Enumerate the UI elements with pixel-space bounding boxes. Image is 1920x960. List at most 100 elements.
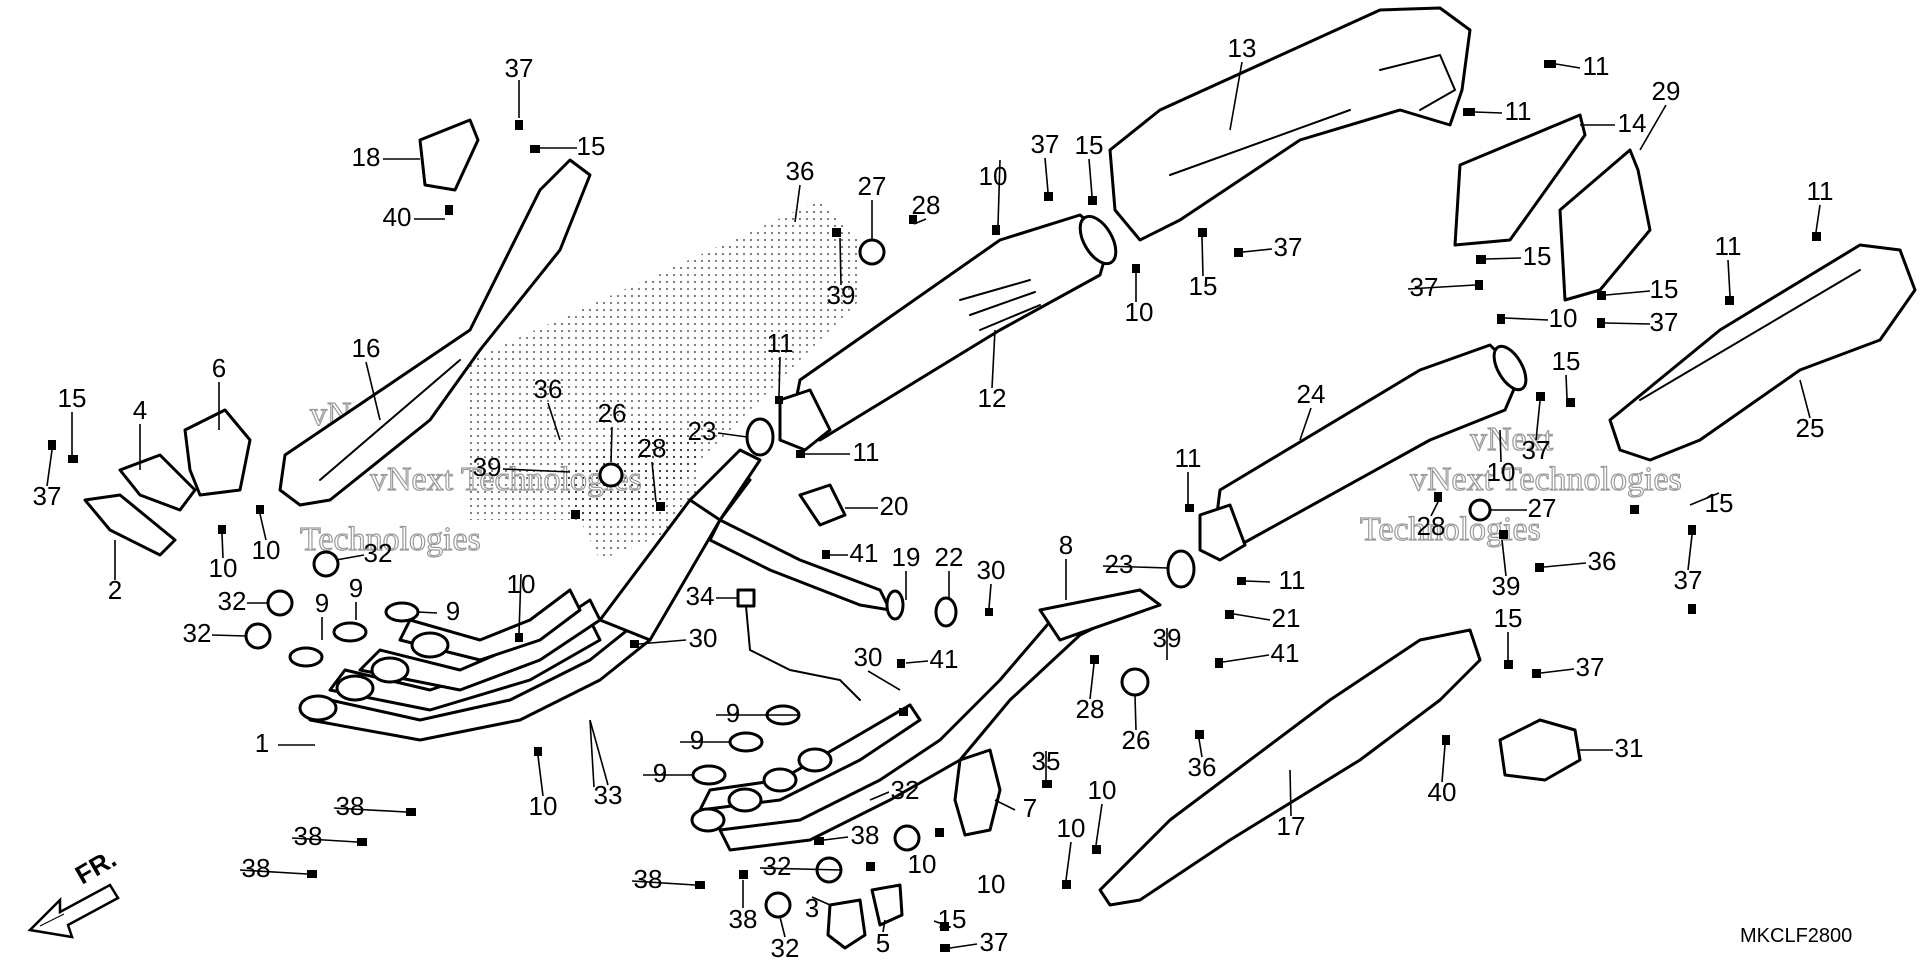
callout-number: 9 (690, 725, 704, 755)
callout-number: 10 (977, 869, 1006, 899)
direction-label: FR. (70, 843, 121, 890)
callout-number: 10 (1125, 297, 1154, 327)
callout-number: 9 (726, 698, 740, 728)
callout-number: 39 (473, 452, 502, 482)
callout-number: 11 (1175, 443, 1202, 473)
callout-number: 37 (505, 53, 534, 83)
callout-number: 16 (352, 333, 381, 363)
cover-5 (870, 883, 904, 927)
callout-number: 13 (1228, 33, 1257, 63)
callout-number: 15 (58, 383, 87, 413)
callout-number: 5 (876, 928, 890, 958)
callout-number: 32 (763, 851, 792, 881)
callout-number: 26 (1122, 725, 1151, 755)
callout-number: 32 (771, 933, 800, 960)
dotted-shading (470, 200, 860, 560)
callout-number: 15 (1494, 603, 1523, 633)
callout-number: 15 (1523, 241, 1552, 271)
callout-number: 17 (1277, 811, 1306, 841)
callout-number: 26 (598, 398, 627, 428)
callout-number: 19 (892, 542, 921, 572)
leader-lines (46, 61, 1821, 949)
watermark-text: vNext (1470, 421, 1554, 458)
callout-number: 38 (336, 791, 365, 821)
callout-number: 23 (688, 416, 717, 446)
callout-number: 11 (853, 437, 880, 467)
front-direction-arrow: FR. (27, 843, 121, 939)
callout-number: 27 (858, 171, 887, 201)
cover-6 (183, 408, 252, 497)
callout-number: 38 (851, 820, 880, 850)
clamps (244, 550, 921, 919)
callout-number: 37 (1274, 232, 1303, 262)
callout-number: 37 (1410, 272, 1439, 302)
callout-number: 35 (1032, 746, 1061, 776)
callout-number: 11 (1583, 51, 1610, 81)
callout-number: 32 (218, 586, 247, 616)
callout-number: 11 (1279, 565, 1306, 595)
callout-number: 40 (383, 202, 412, 232)
callout-number: 11 (1715, 231, 1742, 261)
clamp-20 (798, 483, 847, 527)
callout-number: 9 (349, 573, 363, 603)
cover-18 (418, 118, 480, 192)
callout-number: 15 (1189, 271, 1218, 301)
cover-2 (83, 493, 177, 557)
callout-number: 10 (252, 535, 281, 565)
callout-number: 30 (977, 555, 1006, 585)
muffler-cover-lower (1608, 243, 1917, 462)
callout-number: 10 (1057, 813, 1086, 843)
callout-number: 11 (1505, 96, 1532, 126)
callout-number: 25 (1796, 413, 1825, 443)
callout-number: 1 (255, 728, 269, 758)
callout-number: 15 (1552, 346, 1581, 376)
callout-number: 10 (979, 161, 1008, 191)
callout-number: 20 (880, 491, 909, 521)
callout-number: 9 (653, 758, 667, 788)
watermark-text: Technologies (1360, 511, 1541, 548)
callout-number: 21 (1272, 603, 1301, 633)
callout-number: 27 (1528, 493, 1557, 523)
callout-number: 10 (908, 849, 937, 879)
cover-7 (953, 748, 1002, 837)
callout-number: 31 (1615, 733, 1644, 763)
callout-number: 10 (209, 553, 238, 583)
callout-number: 9 (446, 596, 460, 626)
callout-number: 32 (891, 775, 920, 805)
callout-number: 39 (1153, 623, 1182, 653)
diagram-code: MKCLF2800 (1740, 925, 1852, 947)
callout-number: 15 (1075, 130, 1104, 160)
exhaust-manifold-rear (690, 588, 1162, 852)
callout-number: 41 (930, 644, 959, 674)
callout-number: 4 (133, 395, 147, 425)
cover-3 (826, 898, 867, 950)
callout-number: 11 (1807, 176, 1834, 206)
callout-number: 29 (1652, 76, 1681, 106)
watermark-text: vNext Technologies (370, 461, 642, 498)
callout-number: 10 (529, 791, 558, 821)
callout-number: 9 (315, 588, 329, 618)
callout-number: 15 (1650, 274, 1679, 304)
callout-number: 28 (912, 190, 941, 220)
sensor-34 (736, 588, 861, 701)
callout-number: 30 (689, 623, 718, 653)
callout-number: 10 (1088, 775, 1117, 805)
callout-number: 36 (534, 374, 563, 404)
callout-number: 39 (827, 280, 856, 310)
callout-number: 3 (805, 893, 819, 923)
watermark-text: vNext Technologies (1410, 461, 1682, 498)
heat-shield-14 (1453, 113, 1587, 247)
bracket-29 (1558, 148, 1652, 302)
callout-number: 28 (1076, 694, 1105, 724)
callout-number: 37 (1522, 435, 1551, 465)
callout-number: 10 (1549, 303, 1578, 333)
callout-number: 37 (980, 927, 1009, 957)
callout-number: 33 (594, 780, 623, 810)
callout-number: 14 (1618, 108, 1647, 138)
heat-cover-16 (278, 158, 592, 507)
callout-number: 7 (1023, 793, 1037, 823)
callout-number: 38 (729, 904, 758, 934)
callout-number: 22 (935, 542, 964, 572)
